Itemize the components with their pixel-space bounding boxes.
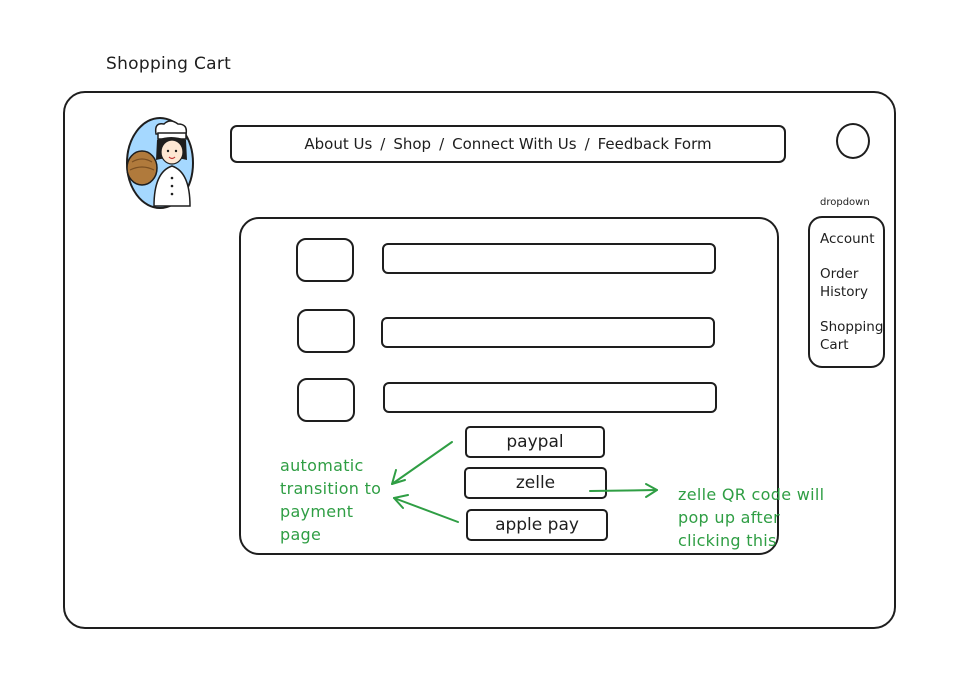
- logo[interactable]: [124, 116, 196, 210]
- cart-item-details: [382, 243, 716, 274]
- baker-chef-logo-icon: [126, 117, 194, 209]
- nav-about-us[interactable]: About Us: [304, 135, 373, 153]
- annotation-zelle-qr: zelle QR code will pop up after clicking…: [678, 485, 825, 550]
- cart-item-thumbnail: [297, 378, 355, 422]
- cart-item-details: [381, 317, 715, 348]
- cart-item-thumbnail: [297, 309, 355, 353]
- nav-bar: About Us / Shop / Connect With Us / Feed…: [230, 125, 786, 163]
- apple-pay-button[interactable]: apple pay: [466, 509, 608, 541]
- annotation-automatic-transition: automatic transition to payment page: [280, 456, 382, 544]
- dropdown-item-shopping-cart[interactable]: Shopping Cart: [820, 319, 884, 353]
- paypal-button[interactable]: paypal: [465, 426, 605, 458]
- zelle-button[interactable]: zelle: [464, 467, 607, 499]
- cart-item-details: [383, 382, 717, 413]
- nav-separator: /: [584, 135, 590, 153]
- cart-item-thumbnail: [296, 238, 354, 282]
- dropdown-item-account[interactable]: Account: [820, 231, 875, 247]
- nav-connect-with-us[interactable]: Connect With Us: [452, 135, 577, 153]
- nav-separator: /: [439, 135, 445, 153]
- nav-shop[interactable]: Shop: [393, 135, 432, 153]
- account-dropdown-menu: Account Order History Shopping Cart: [808, 216, 885, 368]
- nav-separator: /: [380, 135, 386, 153]
- page-title: Shopping Cart: [106, 54, 232, 74]
- nav-feedback-form[interactable]: Feedback Form: [597, 135, 712, 153]
- profile-avatar-icon[interactable]: [836, 123, 870, 159]
- dropdown-item-order-history[interactable]: Order History: [820, 266, 869, 300]
- dropdown-caption: dropdown: [820, 197, 870, 208]
